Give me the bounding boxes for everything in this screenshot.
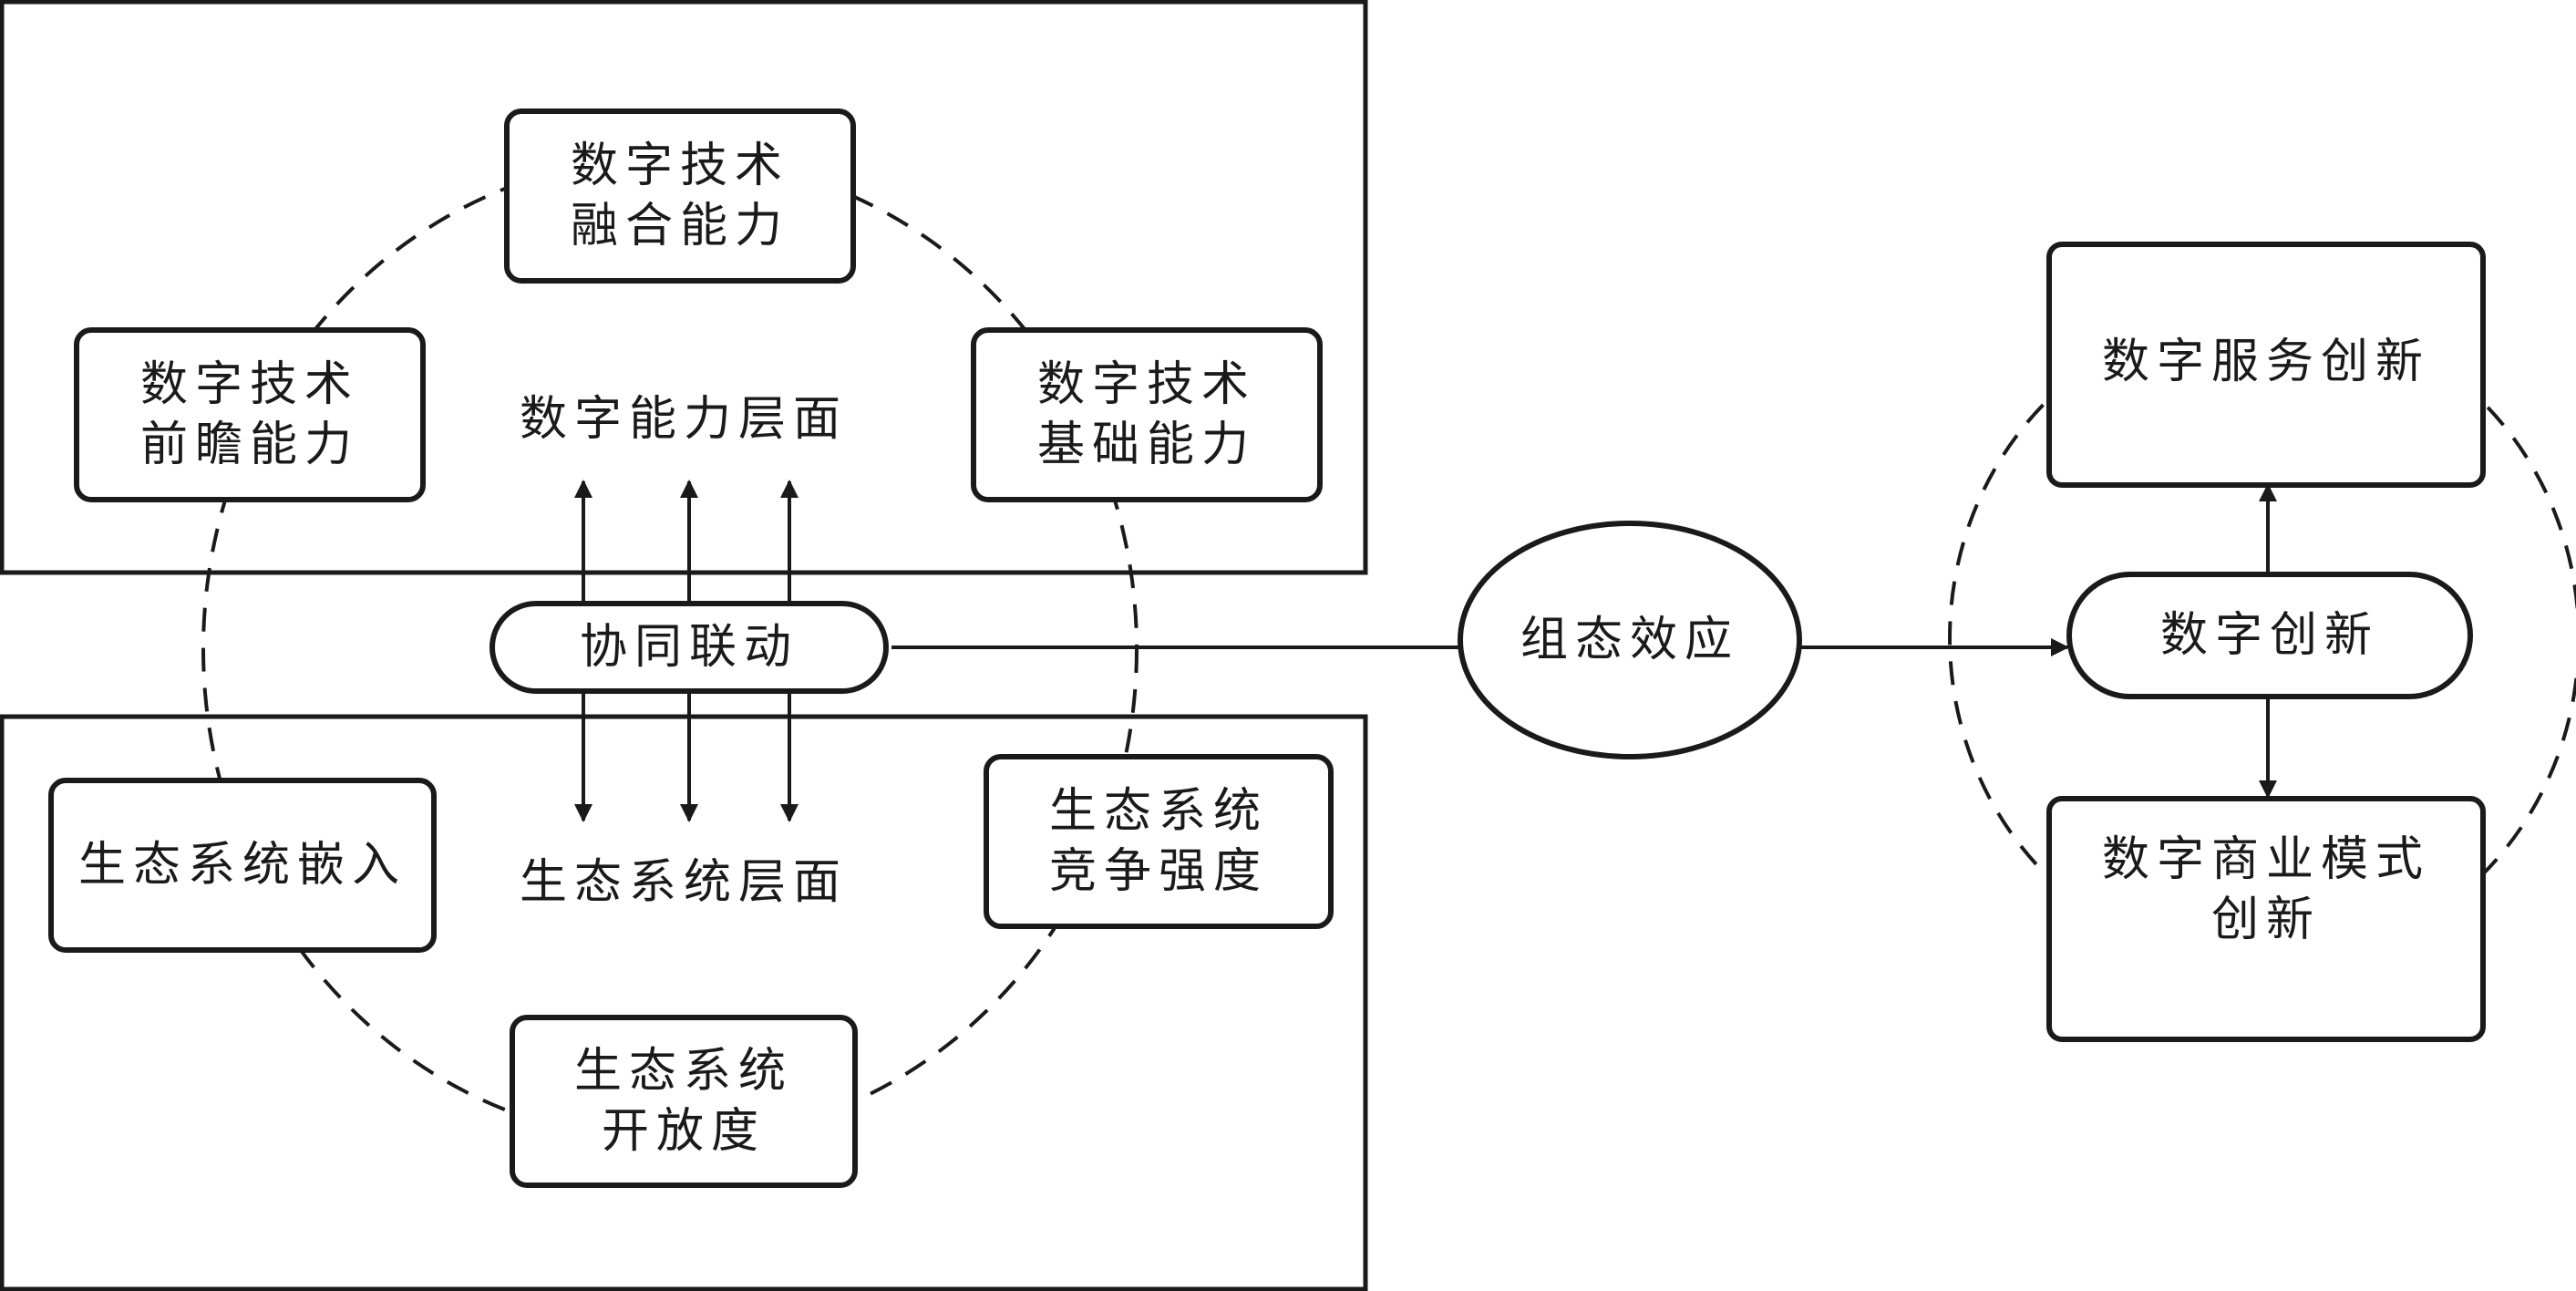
- digital-layer-title: 数字能力层面: [519, 392, 848, 447]
- node-box-openness: [510, 1015, 858, 1188]
- digital-layer-frame: [0, 0, 1368, 575]
- node-box-basic: [971, 327, 1323, 502]
- service-label: 数字服务创新: [2101, 335, 2430, 389]
- foresight-label: 数字技术 前瞻能力: [139, 357, 359, 472]
- basic-label: 数字技术 基础能力: [1036, 357, 1256, 472]
- innovation-pill: [2066, 572, 2473, 699]
- competition-label: 生态系统 竞争强度: [1048, 784, 1268, 899]
- synergy-pill: [489, 601, 889, 694]
- node-box-embed: [48, 778, 437, 953]
- embed-label: 生态系统嵌入: [77, 838, 407, 893]
- configuration-ellipse: [1458, 521, 1802, 759]
- node-box-competition: [984, 754, 1334, 929]
- openness-label: 生态系统 开放度: [573, 1044, 793, 1159]
- bm-box: [2046, 796, 2486, 1042]
- ecosystem-layer-frame: [0, 714, 1368, 1291]
- configuration-label: 组态效应: [1520, 613, 1739, 667]
- fusion-label: 数字技术 融合能力: [570, 139, 789, 253]
- synergy-label: 协同联动: [579, 620, 799, 675]
- ecosystem-layer-title: 生态系统层面: [519, 855, 848, 910]
- service-box: [2046, 242, 2486, 488]
- node-box-fusion: [504, 108, 856, 284]
- node-box-foresight: [74, 327, 426, 502]
- innovation-label: 数字创新: [2159, 608, 2379, 663]
- bm-label: 数字商业模式 创新: [2101, 832, 2430, 947]
